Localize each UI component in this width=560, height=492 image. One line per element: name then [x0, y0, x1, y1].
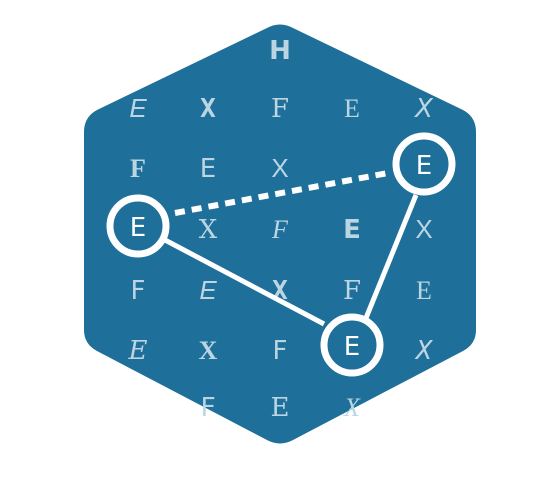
grid-letter: F: [200, 393, 216, 423]
solid-connector-right: [363, 194, 419, 319]
grid-letter: X: [271, 153, 288, 183]
grid-letter: F: [131, 276, 146, 306]
circled-letter-left-label: E: [130, 213, 146, 243]
circled-letter-right-label: E: [416, 151, 432, 181]
grid-letter: F: [271, 94, 289, 124]
grid-letter: F: [130, 154, 146, 183]
grid-letter: E: [416, 276, 432, 305]
grid-letter: E: [199, 275, 217, 305]
dashed-connector: [174, 170, 389, 216]
circled-letter-bottom: E: [320, 313, 384, 377]
grid-letter: H: [269, 36, 291, 66]
grid-letter: E: [343, 215, 361, 245]
connector-lines: [163, 170, 419, 327]
grid-letter: X: [414, 336, 433, 366]
grid-letter: E: [271, 393, 290, 423]
grid-letter: E: [129, 93, 147, 123]
grid-letter: X: [415, 214, 432, 244]
grid-letter: E: [344, 94, 360, 123]
circled-letter-bottom-label: E: [344, 332, 360, 362]
ring-left: [106, 194, 170, 258]
grid-letter: E: [128, 336, 148, 366]
grid-letter: F: [271, 215, 289, 244]
ring-right: [392, 132, 456, 196]
grid-letter: X: [199, 215, 218, 245]
circled-letter-left: E: [106, 194, 170, 258]
circled-letters: E E E: [106, 132, 456, 377]
solid-connector-left: [163, 237, 326, 327]
grid-letter: X: [343, 393, 361, 422]
ring-bottom: [320, 313, 384, 377]
grid-letter: F: [343, 276, 361, 306]
grid-letter: F: [273, 336, 288, 366]
grid-letter: E: [200, 154, 216, 184]
circled-letter-right: E: [392, 132, 456, 196]
grid-letter: X: [199, 336, 218, 365]
grid-letter: X: [413, 94, 434, 124]
grid-letter: X: [200, 94, 216, 124]
